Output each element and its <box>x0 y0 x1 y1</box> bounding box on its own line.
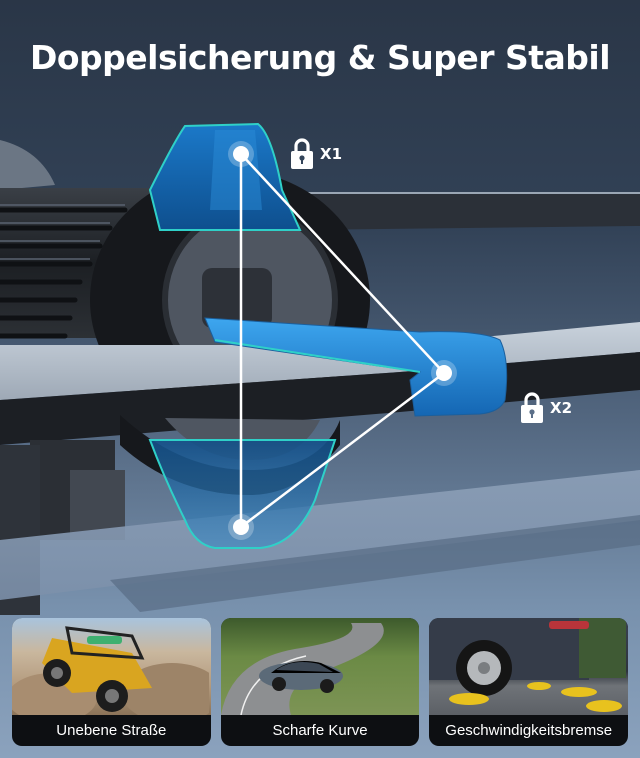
lower-clamp-wing <box>148 439 337 549</box>
offroad-jeep-image <box>12 618 211 715</box>
clamp-arm <box>204 317 508 417</box>
lower-panel <box>0 470 640 600</box>
scenario-card-sharp-curve: Scharfe Kurve <box>220 618 420 746</box>
car-speed-bump-image <box>429 618 629 715</box>
car-on-curve-image <box>220 618 420 715</box>
padlock-icon <box>521 392 543 423</box>
scenario-card-uneven-road: Unebene Straße <box>12 618 211 746</box>
scenario-cards: Unebene Straße Scharfe Kurve <box>12 618 629 746</box>
scenario-caption: Geschwindigkeitsbremse <box>445 722 613 739</box>
page-title: Doppelsicherung & Super Stabil <box>29 38 611 77</box>
scenario-card-speed-bump: Geschwindigkeitsbremse <box>429 618 629 746</box>
scenario-caption: Unebene Straße <box>56 722 167 739</box>
lock-count: X1 <box>320 145 343 163</box>
scenario-caption: Scharfe Kurve <box>272 722 368 739</box>
padlock-icon <box>291 138 313 169</box>
lock-label-x1: X1 <box>290 138 342 170</box>
clamp-illustration <box>0 122 640 615</box>
lock-count: X2 <box>550 399 573 417</box>
lock-label-x2: X2 <box>520 392 572 424</box>
stability-triangle <box>239 153 445 528</box>
anchor-points <box>228 141 457 540</box>
